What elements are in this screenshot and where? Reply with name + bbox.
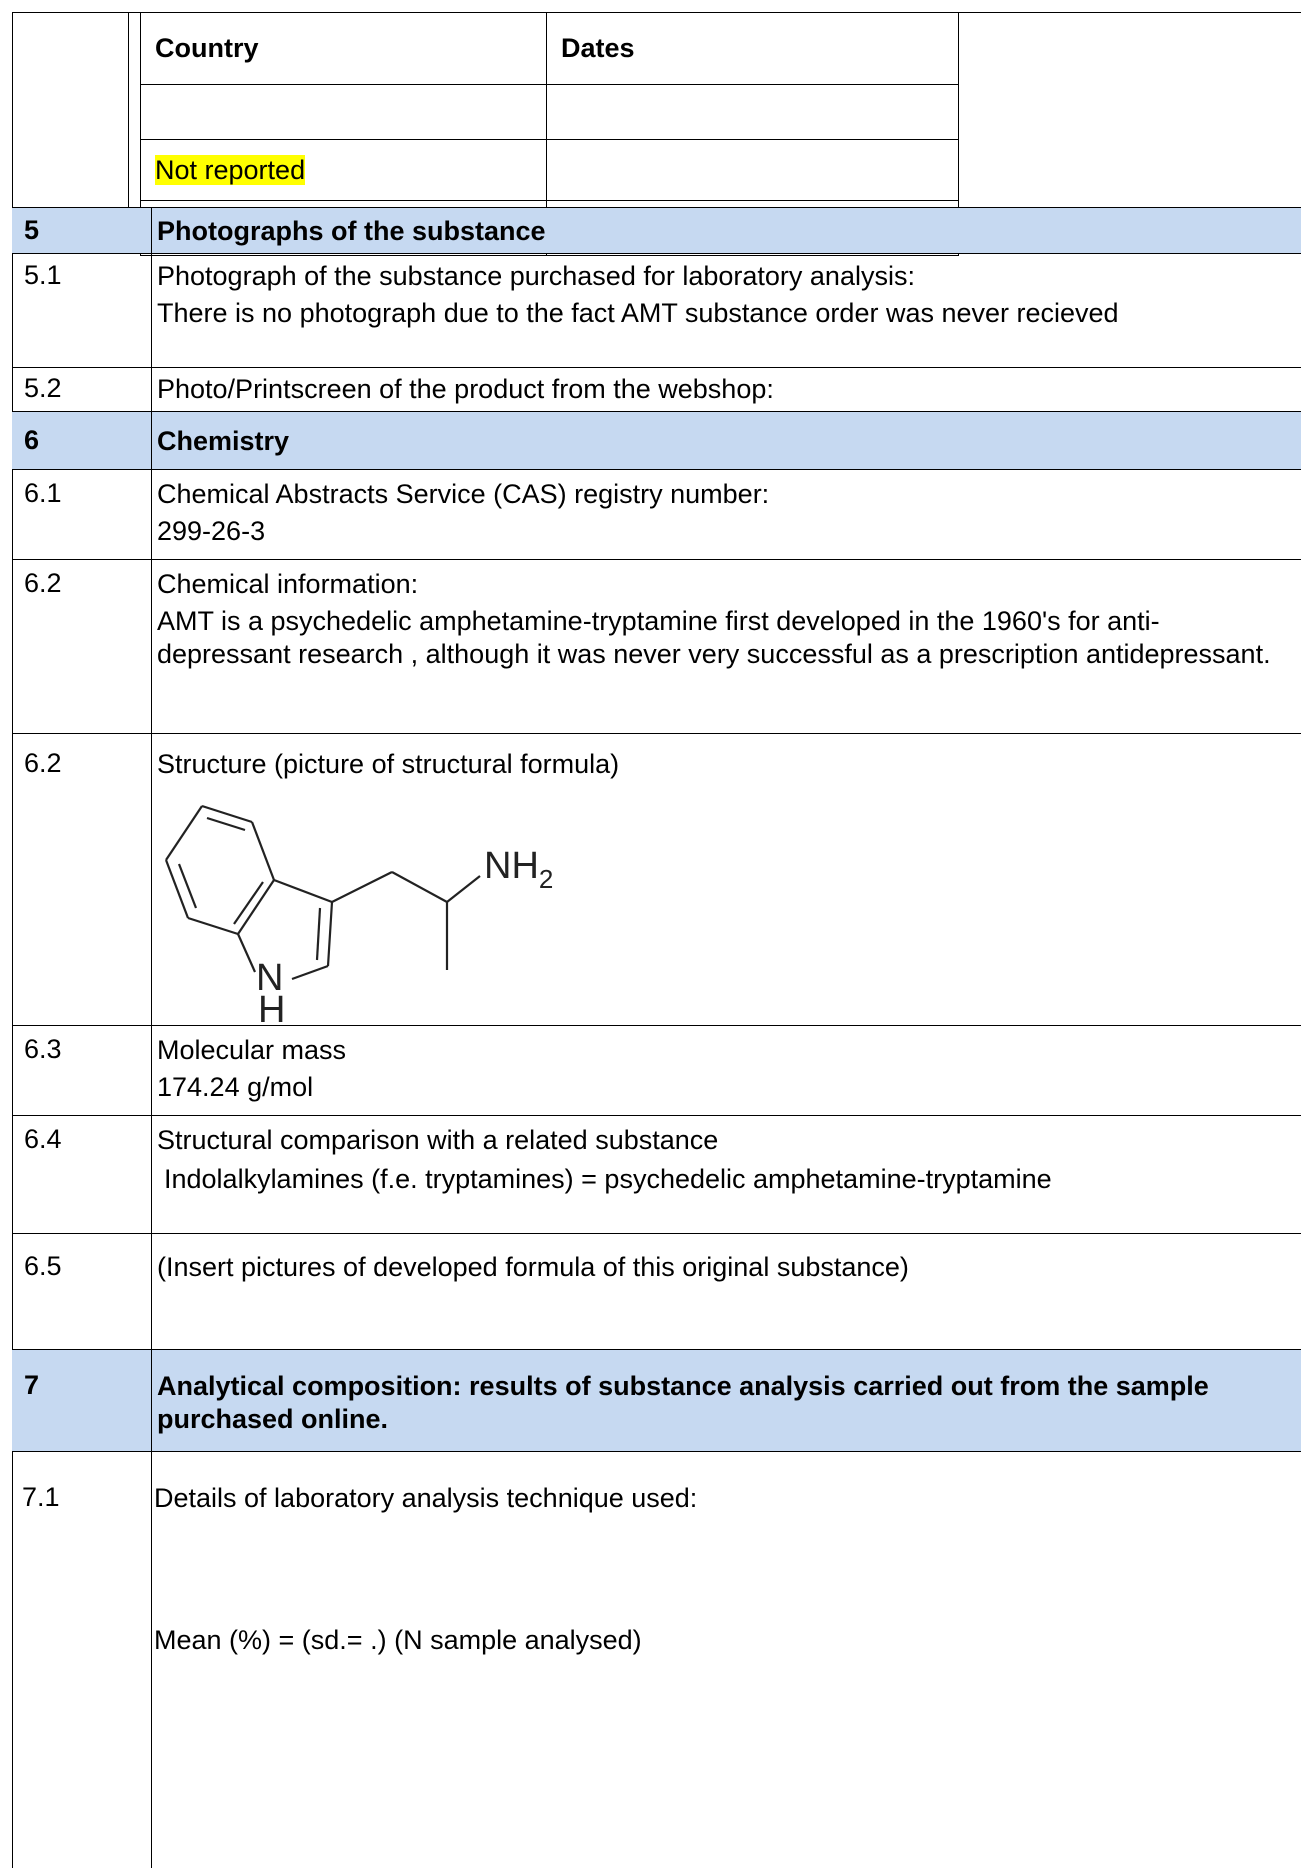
row-label: Chemical Abstracts Service (CAS) registr… [157, 479, 770, 509]
row-6-2-structure: 6.2 Structure (picture of structural for… [12, 734, 1301, 1026]
row-label: Structure (picture of structural formula… [157, 749, 620, 779]
row-6-2-chemical-info: 6.2 Chemical information: AMT is a psych… [12, 560, 1301, 734]
row-label: Molecular mass [157, 1035, 347, 1065]
row-6-5: 6.5 (Insert pictures of developed formul… [12, 1234, 1301, 1350]
row-number: 6.2 [12, 734, 152, 1025]
row-label: Chemical information: [157, 569, 419, 599]
country-cell [140, 84, 547, 140]
row-5-2: 5.2 Photo/Printscreen of the product fro… [12, 368, 1301, 412]
table-header-row: Country Dates [140, 12, 959, 85]
amine-label: NH2 [484, 845, 553, 894]
table-row: Not reported [140, 139, 959, 201]
row-content: Chemical Abstracts Service (CAS) registr… [157, 478, 1289, 548]
hydrogen-label: H [258, 989, 285, 1024]
country-cell: Not reported [140, 139, 547, 201]
nitrogen-label: N [256, 957, 283, 999]
section-header-6: 6 Chemistry [12, 412, 1301, 470]
row-label: Photo/Printscreen of the product from th… [157, 374, 774, 404]
country-header: Country [140, 12, 547, 85]
section-header-5: 5 Photographs of the substance [12, 208, 1301, 254]
row-value: Mean (%) = (sd.= .) (N sample analysed) [154, 1625, 642, 1655]
row-value: Indolalkylamines (f.e. tryptamines) = ps… [164, 1164, 1052, 1194]
row-value: There is no photograph due to the fact A… [157, 298, 1119, 328]
dates-header: Dates [546, 12, 959, 85]
divider-line [128, 12, 129, 208]
indole-ring-bonds [164, 804, 481, 981]
row-label: Details of laboratory analysis technique… [154, 1483, 698, 1513]
row-6-4: 6.4 Structural comparison with a related… [12, 1116, 1301, 1234]
row-number: 5.2 [12, 368, 152, 411]
row-number: 6.1 [12, 470, 152, 559]
row-number: 6.4 [12, 1116, 152, 1233]
row-number: 6.5 [12, 1234, 152, 1349]
row-content: Molecular mass 174.24 g/mol [157, 1034, 1289, 1104]
section-number: 7 [12, 1350, 152, 1451]
row-number-cell-empty [12, 12, 152, 207]
row-value: AMT is a psychedelic amphetamine-tryptam… [157, 606, 1271, 669]
row-content: Photograph of the substance purchased fo… [157, 260, 1289, 330]
row-number: 6.3 [12, 1026, 152, 1115]
section-number: 5 [12, 208, 152, 253]
row-label: (Insert pictures of developed formula of… [157, 1252, 909, 1282]
row-6-1: 6.1 Chemical Abstracts Service (CAS) reg… [12, 470, 1301, 560]
table-row [140, 84, 959, 140]
row-6-3: 6.3 Molecular mass 174.24 g/mol [12, 1026, 1301, 1116]
row-content: Chemical information: AMT is a psychedel… [157, 568, 1289, 671]
row-value: 174.24 g/mol [157, 1072, 314, 1102]
row-label: Photograph of the substance purchased fo… [157, 261, 915, 291]
row-content: Structural comparison with a related sub… [157, 1124, 1289, 1196]
row-number: 5.1 [12, 254, 152, 367]
structural-formula-image: NH2 N H [164, 804, 553, 1024]
section-title: Chemistry [157, 426, 290, 456]
row-7-1: 7.1 Details of laboratory analysis techn… [12, 1452, 1301, 1868]
section-header-7: 7 Analytical composition: results of sub… [12, 1350, 1301, 1452]
section-title: Analytical composition: results of subst… [157, 1371, 1209, 1434]
dates-cell [546, 84, 959, 140]
row-number: 6.2 [12, 560, 152, 733]
row-value: 299-26-3 [157, 516, 266, 546]
row-label: Structural comparison with a related sub… [157, 1125, 719, 1155]
row-number: 7.1 [12, 1452, 152, 1868]
dates-cell [546, 139, 959, 201]
row-5-1: 5.1 Photograph of the substance purchase… [12, 254, 1301, 368]
section-number: 6 [12, 412, 152, 469]
highlighted-text: Not reported [155, 154, 306, 185]
section-title: Photographs of the substance [157, 216, 546, 246]
